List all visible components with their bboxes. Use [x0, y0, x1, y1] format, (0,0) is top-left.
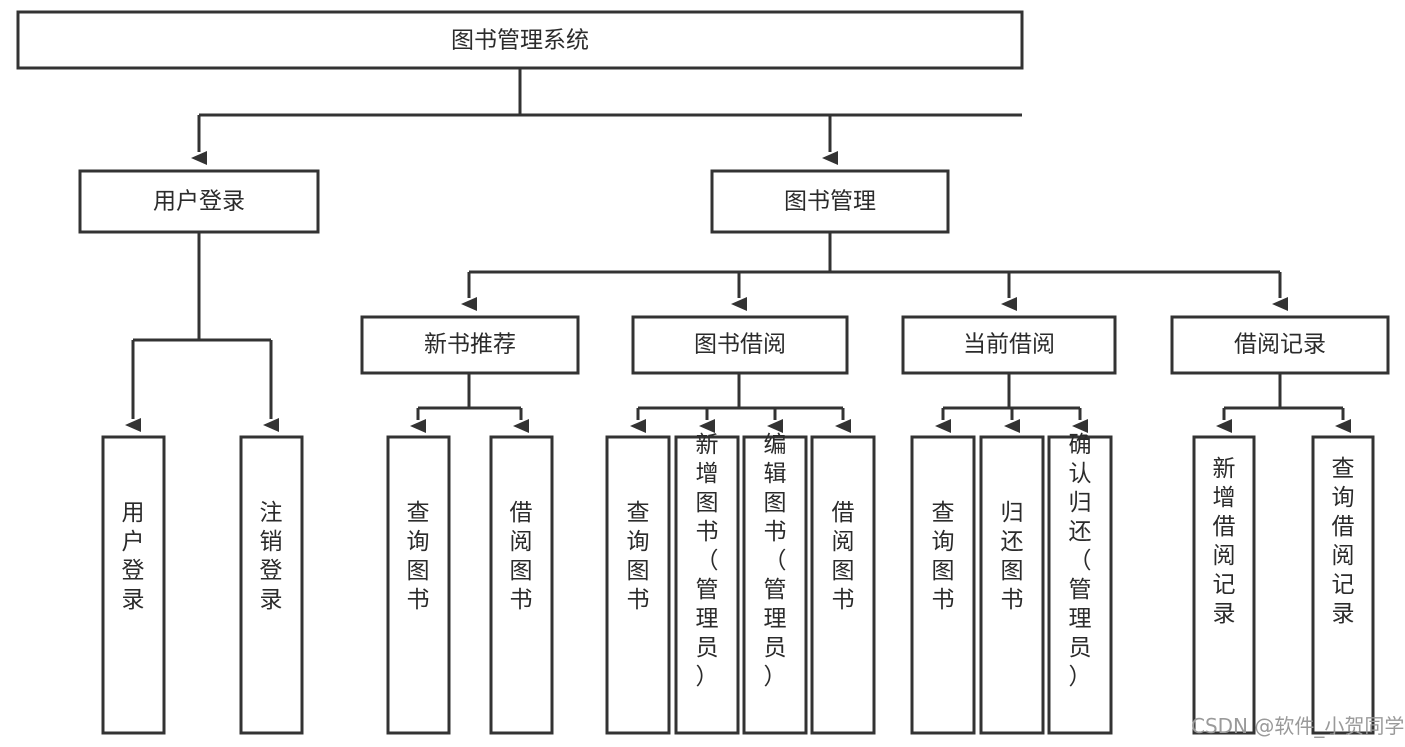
leaf-login-user-login-label: 用户登录: [122, 500, 145, 613]
leaf-records-add-record[interactable]: 新增借阅记录: [1192, 435, 1256, 735]
node-current-borrow-label: 当前借阅: [963, 332, 1055, 358]
connector-root-to-level2: [191, 68, 1022, 165]
connector-newbook-to-leaves: [410, 373, 529, 433]
node-new-book-recommend[interactable]: 新书推荐: [360, 315, 580, 375]
leaf-borrow-add-book-admin-label: 新增图书（管理员）: [696, 432, 719, 690]
node-root-label: 图书管理系统: [451, 28, 589, 54]
leaf-borrow-edit-book-admin-label: 编辑图书（管理员）: [764, 432, 787, 690]
node-book-management-label: 图书管理: [784, 189, 876, 215]
leaf-login-user-login[interactable]: 用户登录: [101, 435, 166, 735]
node-book-management[interactable]: 图书管理: [710, 169, 950, 234]
leaf-newbook-query-book[interactable]: 查询图书: [386, 435, 451, 735]
node-borrow-records[interactable]: 借阅记录: [1170, 315, 1390, 375]
leaf-current-query-book-label: 查询图书: [932, 500, 955, 613]
leaf-records-query-record-label: 查询借阅记录: [1332, 456, 1355, 627]
node-user-login-label: 用户登录: [153, 189, 245, 215]
leaf-current-return-book-label: 归还图书: [1001, 500, 1024, 613]
leaf-newbook-borrow-book-label: 借阅图书: [510, 500, 533, 613]
node-user-login[interactable]: 用户登录: [78, 169, 320, 234]
node-root[interactable]: 图书管理系统: [16, 10, 1024, 70]
node-new-book-recommend-label: 新书推荐: [424, 332, 516, 358]
leaf-current-query-book[interactable]: 查询图书: [910, 435, 976, 735]
leaf-newbook-borrow-book[interactable]: 借阅图书: [489, 435, 554, 735]
connector-current-to-leaves: [935, 373, 1088, 433]
leaf-borrow-add-book-admin[interactable]: 新增图书（管理员）: [674, 432, 740, 735]
leaf-borrow-borrow-book[interactable]: 借阅图书: [810, 435, 876, 735]
leaf-records-query-record[interactable]: 查询借阅记录: [1311, 435, 1375, 735]
leaf-login-logout[interactable]: 注销登录: [239, 435, 304, 735]
leaf-borrow-query-book-label: 查询图书: [627, 500, 650, 613]
connector-borrow-to-leaves: [630, 373, 851, 433]
leaf-login-logout-label: 注销登录: [260, 500, 283, 613]
leaf-current-confirm-return-admin[interactable]: 确认归还（管理员）: [1047, 432, 1113, 735]
watermark-text: CSDN @软件_小贺同学: [1191, 714, 1404, 738]
leaf-newbook-query-book-label: 查询图书: [407, 500, 430, 613]
node-borrow-records-label: 借阅记录: [1234, 332, 1326, 358]
connector-bookmgmt-to-level3: [461, 232, 1288, 311]
node-current-borrow[interactable]: 当前借阅: [901, 315, 1117, 375]
leaf-borrow-borrow-book-label: 借阅图书: [832, 500, 855, 613]
leaf-borrow-edit-book-admin[interactable]: 编辑图书（管理员）: [742, 432, 808, 735]
leaf-current-confirm-return-admin-label: 确认归还（管理员）: [1069, 432, 1092, 690]
connector-records-to-leaves: [1216, 373, 1351, 433]
leaf-borrow-query-book[interactable]: 查询图书: [605, 435, 671, 735]
leaf-records-add-record-label: 新增借阅记录: [1213, 456, 1236, 627]
node-book-borrow-label: 图书借阅: [694, 332, 786, 358]
connector-login-to-leaves: [125, 232, 279, 432]
node-book-borrow[interactable]: 图书借阅: [631, 315, 849, 375]
leaf-current-return-book[interactable]: 归还图书: [979, 435, 1045, 735]
